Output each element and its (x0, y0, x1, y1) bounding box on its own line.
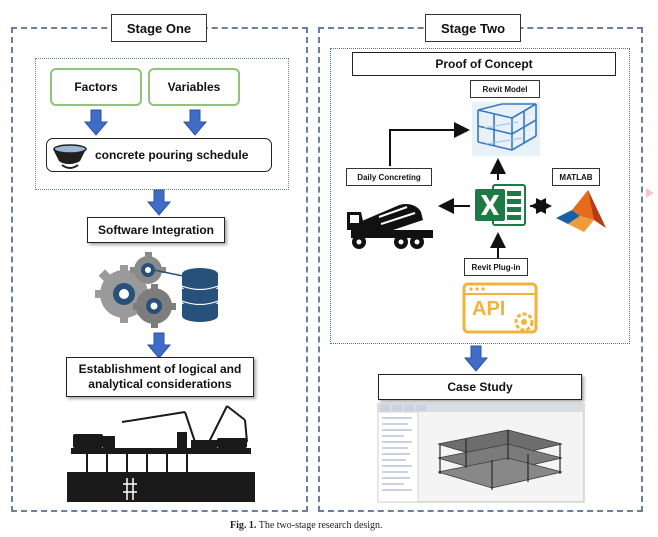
case-study-box: Case Study (378, 374, 582, 400)
proof-of-concept-group (330, 48, 630, 344)
establishment-box: Establishment of logical and analytical … (66, 357, 254, 397)
arrow-down-icon (146, 332, 172, 359)
factors-box: Factors (50, 68, 142, 106)
revit-model-image (472, 102, 540, 156)
matlab-icon (556, 190, 606, 232)
side-arrow-icon (646, 188, 654, 198)
construction-site-image (67, 402, 255, 502)
arrow-down-icon (146, 189, 172, 216)
stage-two-title: Stage Two (425, 14, 521, 42)
excel-icon (475, 184, 526, 226)
gears-database-icon (95, 252, 219, 328)
daily-concreting-label: Daily Concreting (346, 168, 432, 186)
revit-model-label: Revit Model (470, 80, 540, 98)
caption-prefix: Fig. 1. (230, 520, 257, 531)
variables-box: Variables (148, 68, 240, 106)
stage-one-title: Stage One (111, 14, 207, 42)
proof-of-concept-box: Proof of Concept (352, 52, 616, 76)
revit-plugin-label: Revit Plug-in (464, 258, 528, 276)
arrow-down-icon (83, 109, 109, 136)
figure-caption: Fig. 1. The two-stage research design. (230, 520, 460, 531)
schedule-label: concrete pouring schedule (95, 147, 249, 162)
pouring-bucket-icon (53, 144, 87, 169)
arrow-down-icon (182, 109, 208, 136)
software-integration-box: Software Integration (87, 217, 225, 243)
revit-screenshot-image (377, 403, 585, 503)
api-icon: API (462, 282, 540, 336)
arrow-down-icon (463, 345, 489, 372)
connector-arrows (389, 122, 552, 258)
api-text: API (472, 298, 506, 320)
matlab-label: MATLAB (552, 168, 600, 186)
concrete-mixer-truck-icon (347, 204, 433, 249)
schedule-box: concrete pouring schedule (46, 138, 272, 172)
caption-text: The two-stage research design. (258, 520, 383, 531)
